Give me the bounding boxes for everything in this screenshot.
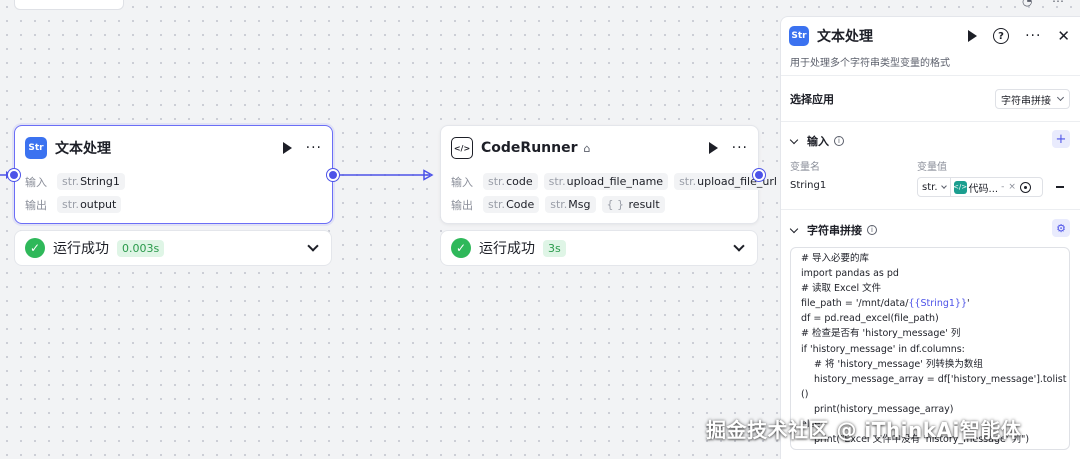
input-row: 输入 str.String1 bbox=[25, 173, 125, 190]
separator: - bbox=[1001, 182, 1005, 192]
run-icon[interactable] bbox=[708, 142, 718, 154]
remove-variable-icon[interactable] bbox=[1056, 186, 1064, 188]
chevron-down-icon bbox=[789, 135, 799, 144]
close-icon[interactable]: ✕ bbox=[1057, 27, 1070, 45]
input-port[interactable] bbox=[8, 169, 20, 181]
concat-section-header[interactable]: 字符串拼接 i bbox=[789, 222, 877, 238]
node-header: Str 文本处理 ··· bbox=[25, 136, 322, 160]
canvas-tab[interactable] bbox=[14, 0, 124, 10]
more-icon[interactable]: ··· bbox=[1025, 28, 1042, 44]
clear-icon[interactable]: × bbox=[1008, 182, 1016, 192]
code-line: else: bbox=[801, 419, 824, 431]
code-line: file_path = '/mnt/data/{{String1}}' bbox=[801, 298, 970, 310]
status-text: 运行成功 bbox=[479, 241, 535, 257]
code-icon: </> bbox=[451, 137, 473, 159]
input-section-title: 输入 bbox=[807, 135, 829, 148]
input-section-header[interactable]: 输入 i bbox=[789, 133, 844, 149]
type-select[interactable]: str. bbox=[918, 178, 951, 196]
col-var-value: 变量值 bbox=[917, 162, 947, 173]
check-icon: ✓ bbox=[451, 238, 471, 258]
output-label: 输出 bbox=[25, 198, 47, 212]
chevron-down-icon[interactable] bbox=[733, 240, 745, 252]
code-line: # 导入必要的库 bbox=[801, 253, 869, 264]
text-process-icon: Str bbox=[789, 26, 809, 46]
panel-header: Str 文本处理 ? ··· ✕ bbox=[789, 25, 1070, 47]
code-line: import pandas as pd bbox=[801, 268, 899, 280]
divider bbox=[781, 209, 1080, 210]
node-title: CodeRunner bbox=[481, 140, 578, 156]
chevron-down-icon[interactable] bbox=[307, 240, 319, 252]
output-tag: { } result bbox=[601, 196, 665, 213]
settings-button[interactable]: ⚙ bbox=[1052, 219, 1070, 237]
variable-name[interactable]: String1 bbox=[790, 180, 827, 191]
status-text: 运行成功 bbox=[53, 241, 109, 257]
output-row: 输出 str.output bbox=[25, 196, 122, 213]
output-label: 输出 bbox=[451, 198, 473, 212]
input-tag: str.upload_file_url bbox=[674, 173, 782, 190]
variable-value-field[interactable]: str. </> 代码... - × bbox=[917, 177, 1043, 197]
code-line: # 将 'history_message' 列转换为数组 bbox=[814, 358, 983, 370]
info-icon: i bbox=[834, 136, 844, 146]
input-label: 输入 bbox=[451, 175, 473, 189]
code-line: print("Excel 文件中没有 'history_message' 列") bbox=[814, 434, 1030, 446]
chevron-down-icon bbox=[789, 224, 799, 233]
template-editor[interactable]: # 导入必要的库 import pandas as pd # 读取 Excel 文件… bbox=[790, 247, 1070, 450]
node-config-panel: Str 文本处理 ? ··· ✕ 用于处理多个字符串类型变量的格式 选择应用 字… bbox=[780, 16, 1080, 459]
output-tag: str.Code bbox=[483, 196, 540, 213]
more-icon[interactable]: ··· bbox=[731, 140, 748, 156]
run-icon[interactable] bbox=[968, 30, 978, 42]
input-tag: str.String1 bbox=[57, 173, 125, 190]
code-icon: </> bbox=[953, 180, 967, 194]
status-time-badge: 3s bbox=[543, 239, 566, 257]
col-var-name: 变量名 bbox=[790, 162, 820, 173]
output-port[interactable] bbox=[753, 169, 765, 181]
input-label: 输入 bbox=[25, 175, 47, 189]
select-app-label: 选择应用 bbox=[790, 93, 834, 106]
chevron-down-icon bbox=[940, 183, 947, 189]
text-process-icon: Str bbox=[25, 137, 47, 159]
run-status-bar[interactable]: ✓ 运行成功 3s bbox=[440, 230, 758, 266]
more-icon[interactable]: ··· bbox=[305, 140, 322, 156]
code-line: history_message_array = df['history_mess… bbox=[814, 373, 1067, 385]
input-tag: str.upload_file_name bbox=[543, 173, 669, 190]
code-line: if 'history_message' in df.columns: bbox=[801, 343, 965, 355]
panel-description: 用于处理多个字符串类型变量的格式 bbox=[790, 58, 950, 69]
edge-arrow bbox=[423, 169, 434, 181]
concat-section-title: 字符串拼接 bbox=[807, 224, 862, 237]
watermark: 掘金技术社区 @ iThinkAi智能体 bbox=[706, 418, 1022, 442]
code-line: df = pd.read_excel(file_path) bbox=[801, 313, 939, 325]
output-port[interactable] bbox=[327, 169, 339, 181]
text-process-node[interactable]: Str 文本处理 ··· 输入 str.String1 输出 str.outpu… bbox=[14, 125, 333, 224]
select-app-dropdown[interactable]: 字符串拼接 bbox=[995, 89, 1070, 109]
input-tag: str.code bbox=[483, 173, 538, 190]
code-line: print(history_message_array) bbox=[814, 403, 954, 415]
info-icon: i bbox=[867, 225, 877, 235]
code-line: # 读取 Excel 文件 bbox=[801, 283, 882, 295]
run-status-bar[interactable]: ✓ 运行成功 0.003s bbox=[14, 230, 332, 266]
add-variable-button[interactable]: + bbox=[1052, 130, 1070, 148]
status-time-badge: 0.003s bbox=[117, 239, 165, 257]
node-title: 文本处理 bbox=[55, 141, 111, 157]
code-line: # 检查是否有 'history_message' 列 bbox=[801, 328, 961, 340]
panel-title: 文本处理 bbox=[817, 29, 873, 45]
code-runner-node[interactable]: </> CodeRunner ⌂ ··· 输入 str.code str.upl… bbox=[440, 125, 782, 224]
variable-reference: {{String1}} bbox=[908, 298, 968, 310]
plugin-icon: ⌂ bbox=[583, 141, 591, 155]
divider bbox=[781, 121, 1080, 122]
node-header: </> CodeRunner ⌂ ··· bbox=[451, 136, 748, 160]
divider bbox=[781, 75, 1080, 76]
settings-icon[interactable]: ◔ bbox=[1022, 0, 1033, 8]
more-icon[interactable]: ⋯ bbox=[1052, 0, 1064, 8]
check-icon: ✓ bbox=[25, 238, 45, 258]
help-icon[interactable]: ? bbox=[993, 28, 1010, 44]
code-line: () bbox=[801, 388, 809, 400]
output-tag: str.output bbox=[57, 196, 122, 213]
target-icon[interactable] bbox=[1019, 181, 1031, 193]
input-row: 输入 str.code str.upload_file_name str.upl… bbox=[451, 173, 782, 190]
variable-reference: </> 代码... bbox=[953, 180, 998, 195]
run-icon[interactable] bbox=[282, 142, 292, 154]
output-tag: str.Msg bbox=[545, 196, 596, 213]
output-row: 输出 str.Code str.Msg { } result bbox=[451, 196, 665, 213]
